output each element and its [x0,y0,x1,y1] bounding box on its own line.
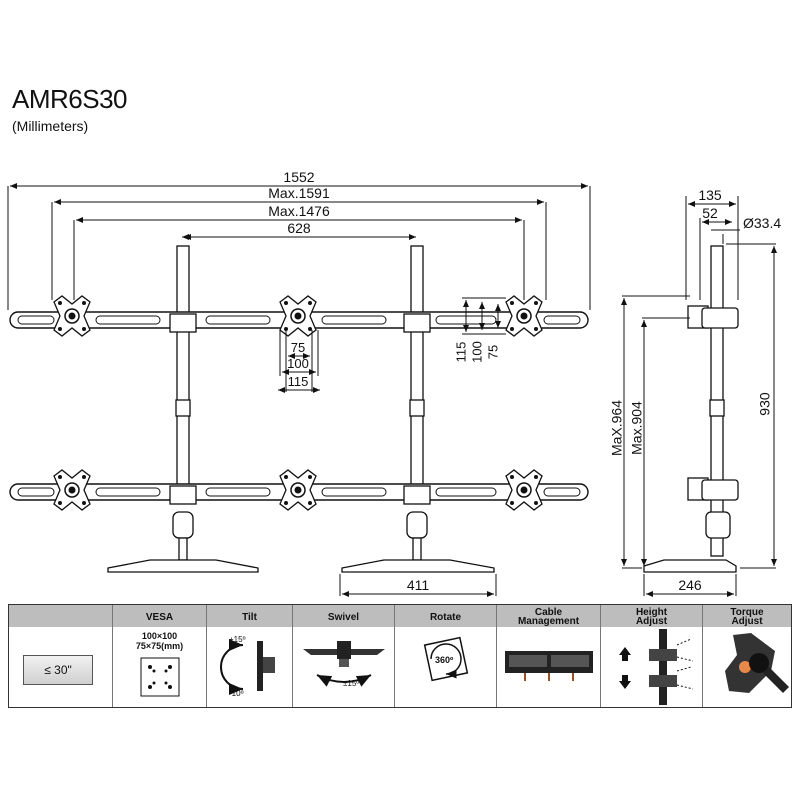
vesa-line-1: 100×100 [141,631,178,641]
front-view-drawing: 1552 Max.1591 Max.1476 628 75 100 115 [7,169,781,597]
dim-pole-diameter: Ø33.4 [743,215,781,231]
vesa-label: VESA [145,611,174,623]
vesa-plate-top-right [505,295,543,337]
vesa-plate-bottom-right [505,469,543,511]
dim-max-width-2: Max.1476 [268,203,330,219]
vesa-line-2: 75×75(mm) [135,641,184,651]
screen-size-badge: ≤ 30" [23,655,93,685]
torque-label-line-2: Adjust [731,616,763,627]
vesa-plate-bottom-left [53,469,91,511]
width-dimensions [7,183,591,310]
dim-pole-height: 930 [757,392,773,416]
dim-side-115: 115 [453,342,468,363]
tilt-label: Tilt [242,611,257,623]
dim-max-height-964: MaX.964 [609,400,625,456]
dim-max-width: Max.1591 [268,185,330,201]
cable-label-line-2: Management [517,616,580,627]
dim-depth-135: 135 [698,187,722,203]
torque-label-line-1: Torque [730,607,764,618]
dim-pole-spacing: 628 [287,220,311,236]
swivel-angle-text: ±15º [343,679,360,688]
feature-strip-header [9,605,791,627]
vesa-plate-top-center [279,295,317,337]
dim-vesa-75: 75 [291,340,305,355]
units-label: (Millimeters) [12,118,89,134]
torque-adjust-icon [725,633,789,693]
feature-screen-size: ≤ 30" [9,605,113,707]
dim-vesa-100: 100 [287,356,309,371]
dim-depth-52: 52 [702,205,718,221]
front-bases [107,511,495,573]
tilt-up-text: +15º [229,635,246,644]
vesa-pattern-icon [140,657,180,697]
feature-rotate: Rotate 360º [395,605,497,707]
vesa-plate-top-left [53,295,91,337]
model-title: AMR6S30 [12,84,128,114]
swivel-label: Swivel [327,611,360,623]
dim-base-depth: 246 [678,577,702,593]
front-poles [175,245,425,497]
dim-overall-width: 1552 [283,169,314,185]
dim-side-75: 75 [485,345,500,359]
height-label-line-2: Adjust [635,616,668,627]
swivel-icon [303,641,385,687]
rotate-angle-text: 360º [435,655,454,665]
side-view-drawing [643,245,739,573]
rotate-label: Rotate [429,611,462,623]
rotate-icon [423,636,469,682]
feature-strip: ≤ 30" VESA 100×100 75×75(mm) Tilt +15º [8,604,792,708]
tilt-icon [220,639,275,695]
dim-base-width: 411 [407,577,430,593]
height-adjust-icon [619,629,694,705]
dim-max-height-904: Max.904 [629,401,645,455]
feature-swivel: Swivel ±15º [293,605,395,707]
height-label-line-1: Height [635,607,668,618]
cable-management-icon [505,651,593,681]
vesa-plate-bottom-center [279,469,317,511]
dim-side-100: 100 [469,341,484,363]
feature-tilt: Tilt +15º -10º [207,605,293,707]
cable-label-line-1: Cable [534,607,563,618]
dim-vesa-115: 115 [288,374,309,389]
tilt-down-text: -10º [229,689,244,698]
feature-vesa: VESA 100×100 75×75(mm) [113,605,207,707]
